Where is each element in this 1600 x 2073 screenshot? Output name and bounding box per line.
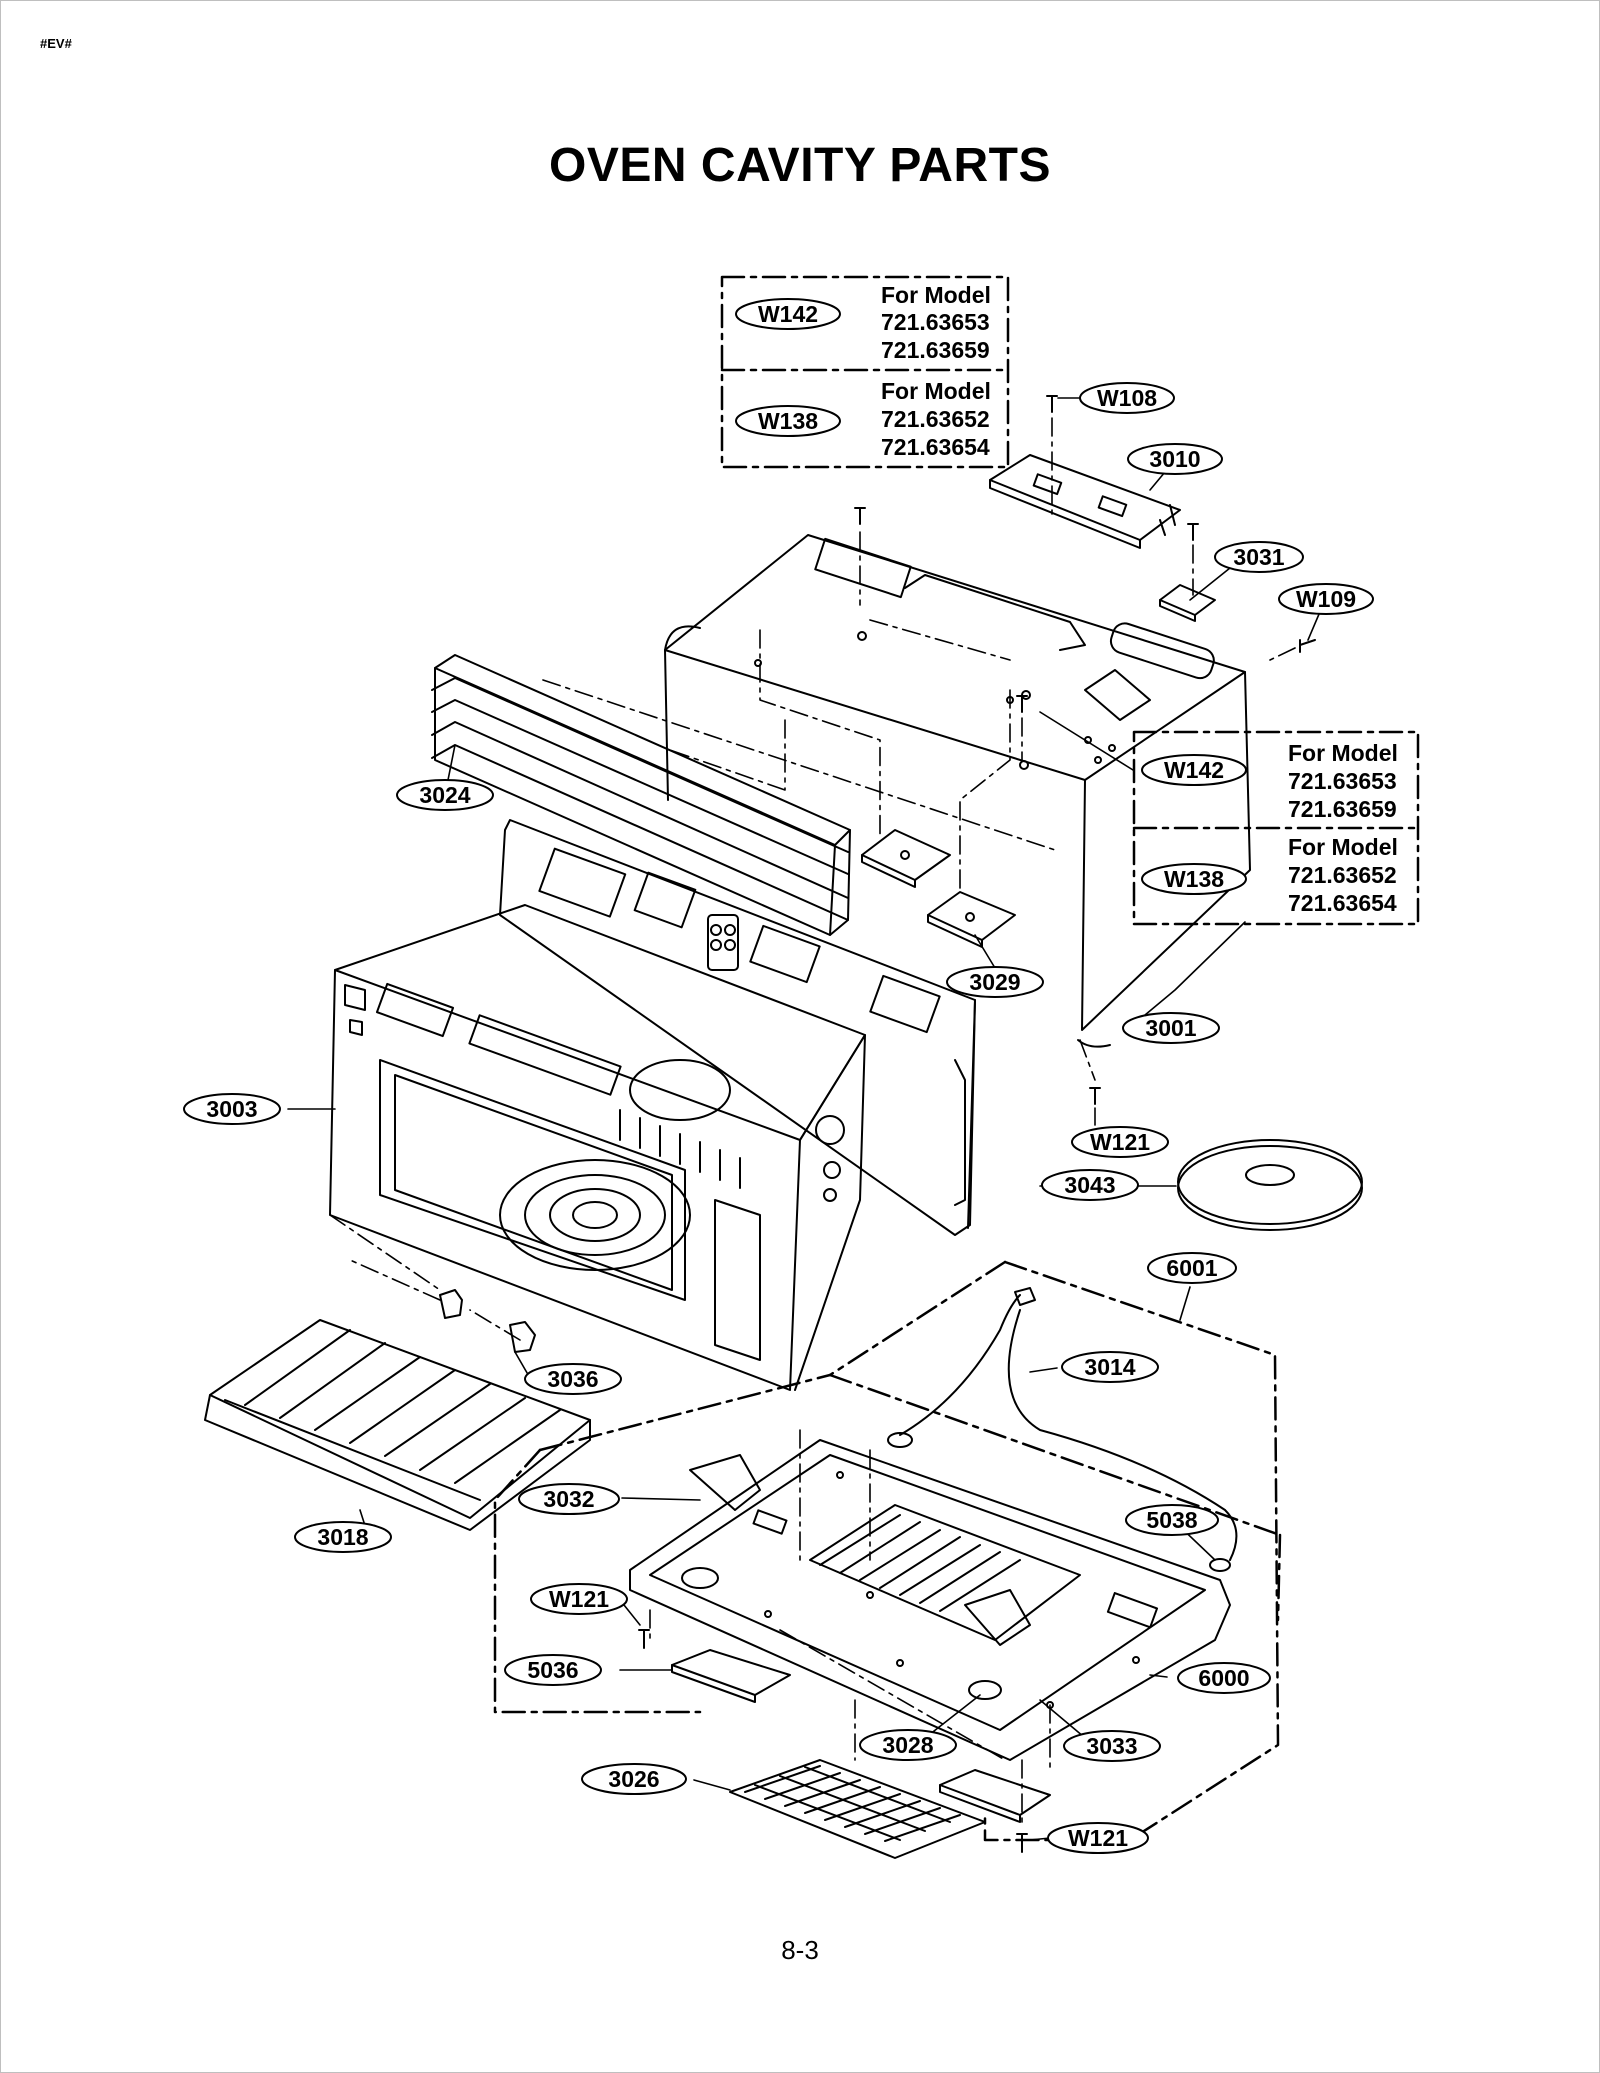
callout-label: W138 [1164,866,1224,892]
model-heading: For Model [1288,740,1398,766]
vent-grille-part [431,654,851,936]
callout-5036: 5036 [527,1657,578,1683]
callout-3031: 3031 [1233,544,1284,570]
document-code: #EV# [40,36,72,51]
callout-3003: 3003 [206,1096,257,1122]
page-number: 8-3 [781,1935,819,1965]
model-number: 721.63659 [881,337,990,363]
model-heading: For Model [881,282,991,308]
thermistor-wire-part [887,1287,1238,1572]
callout-6001: 6001 [1166,1255,1217,1281]
screw-icons [638,395,1316,1853]
callout-label: W142 [1164,757,1224,783]
callout-w121-b: W121 [549,1586,609,1612]
callout-3036: 3036 [547,1366,598,1392]
model-number: 721.63654 [1288,890,1397,916]
leader-lines [287,397,1326,1841]
top-plate-part [989,454,1181,549]
callout-label: W142 [758,301,818,327]
back-plate-part [499,819,976,1236]
callout-3014: 3014 [1084,1354,1135,1380]
model-number: 721.63653 [881,309,990,335]
model-number: 721.63659 [1288,796,1397,822]
latch-3036-part [439,1289,536,1353]
page-title: OVEN CAVITY PARTS [549,139,1051,192]
callout-6000: 6000 [1198,1665,1249,1691]
bracket-3031-part [1159,584,1216,622]
callout-w121-c: W121 [1068,1825,1128,1851]
callout-3032: 3032 [543,1486,594,1512]
callout-3043: 3043 [1064,1172,1115,1198]
callout-3026: 3026 [608,1766,659,1792]
model-box-outlines [720,275,1420,926]
callout-3018: 3018 [317,1524,368,1550]
callout-3010: 3010 [1149,446,1200,472]
callout-3001: 3001 [1145,1015,1196,1041]
model-number: 721.63652 [881,406,990,432]
outer-case-part [664,534,1251,1048]
rack-part [204,1319,591,1531]
callout-w121-a: W121 [1090,1129,1150,1155]
model-heading: For Model [1288,834,1398,860]
callout-3029: 3029 [969,969,1020,995]
callout-w108: W108 [1097,385,1157,411]
model-box-top: W142 For Model 721.63653 721.63659 W138 … [758,282,991,460]
callout-3033: 3033 [1086,1733,1137,1759]
filter-5036-part [671,1649,1051,1823]
grease-filter-part [729,1759,986,1859]
callout-3024: 3024 [419,782,470,808]
model-number: 721.63652 [1288,862,1397,888]
turntable-part [1177,1139,1363,1231]
callout-3028: 3028 [882,1732,933,1758]
callout-ellipses [183,298,1374,1854]
assembly-outlines [493,1260,1282,1842]
bracket-3029-part [861,829,1016,948]
callout-5038: 5038 [1146,1507,1197,1533]
model-heading: For Model [881,378,991,404]
alignment-guides [329,417,1296,1829]
model-number: 721.63653 [1288,768,1397,794]
callout-label: W138 [758,408,818,434]
callout-labels: W108 3010 3031 W109 3024 3029 3001 3003 … [206,385,1356,1851]
cavity-frame-part [329,904,866,1391]
bottom-plate-part [629,1439,1231,1761]
callout-w109: W109 [1296,586,1356,612]
model-box-right: W142 For Model 721.63653 721.63659 W138 … [1164,740,1398,916]
model-number: 721.63654 [881,434,990,460]
